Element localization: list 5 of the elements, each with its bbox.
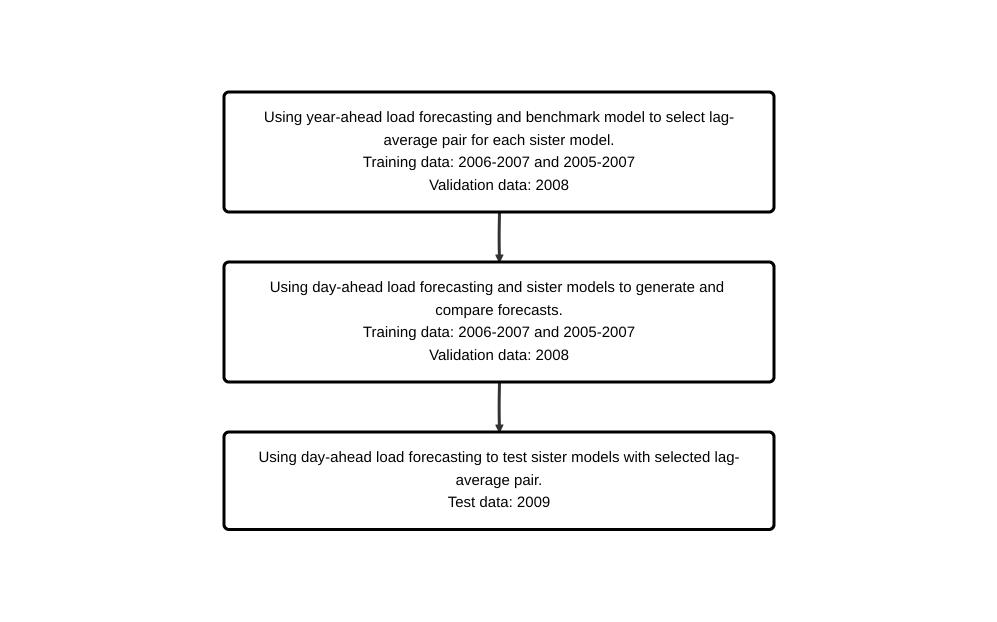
- arrow: [494, 382, 504, 434]
- node-text: Using day-ahead load forecasting and sister models to generate and compare forecasts. Training data: 2006-2007 and 2005-2007 Validation data: 2008: [269, 279, 724, 364]
- arrow: [494, 212, 504, 264]
- node-text: Using year-ahead load forecasting and benchmark model to select lag-average pair for each sister model. Training data: 2006-2007 and 2005-2007 Validation data: 2008: [263, 109, 734, 194]
- node-text: Using day-ahead load forecasting to test sister models with selected lag-average pair. Test data: 2009: [258, 449, 740, 512]
